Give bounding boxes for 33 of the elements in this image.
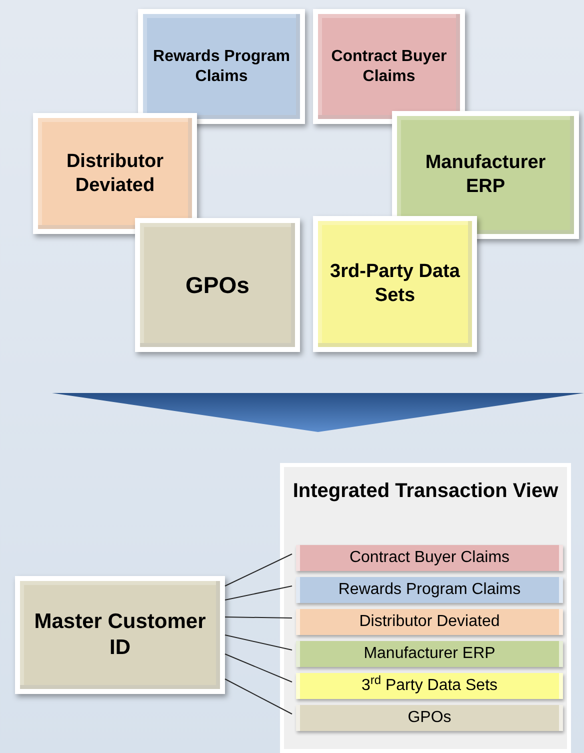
node-label: Distributor Deviated	[359, 614, 500, 630]
transaction-panel	[280, 463, 571, 753]
connector-line	[224, 678, 292, 714]
node-label: Master Customer ID	[33, 608, 207, 661]
data-strip	[296, 705, 563, 731]
node-label: GPOs	[408, 710, 452, 726]
node-label: Contract Buyer Claims	[330, 46, 448, 86]
source-tile	[33, 113, 197, 234]
connector-line	[224, 554, 292, 586]
connector-line	[224, 586, 292, 600]
node-label: Manufacturer ERP	[364, 646, 496, 662]
connector-line	[224, 654, 292, 682]
source-tile	[15, 576, 225, 694]
node-label: 3rd-Party Data Sets	[329, 260, 461, 308]
source-tile	[392, 111, 579, 239]
node-label: GPOs	[186, 270, 250, 300]
node-label: Rewards Program Claims	[338, 582, 521, 598]
connector-line	[224, 616, 292, 618]
source-tile	[313, 9, 465, 124]
connector-line	[224, 634, 292, 650]
data-strip	[296, 577, 563, 603]
node-label: Integrated Transaction View	[292, 479, 558, 504]
data-strip	[296, 609, 563, 635]
data-strip	[296, 673, 563, 699]
node-label: Rewards Program Claims	[152, 46, 291, 86]
source-tile	[135, 218, 300, 352]
node-label: Distributor Deviated	[65, 150, 165, 198]
source-tile	[313, 216, 477, 352]
data-strip	[296, 641, 563, 667]
node-label: Contract Buyer Claims	[349, 550, 510, 566]
data-strip	[296, 545, 563, 571]
node-label: Manufacturer ERP	[424, 151, 547, 199]
source-tile	[138, 9, 305, 124]
